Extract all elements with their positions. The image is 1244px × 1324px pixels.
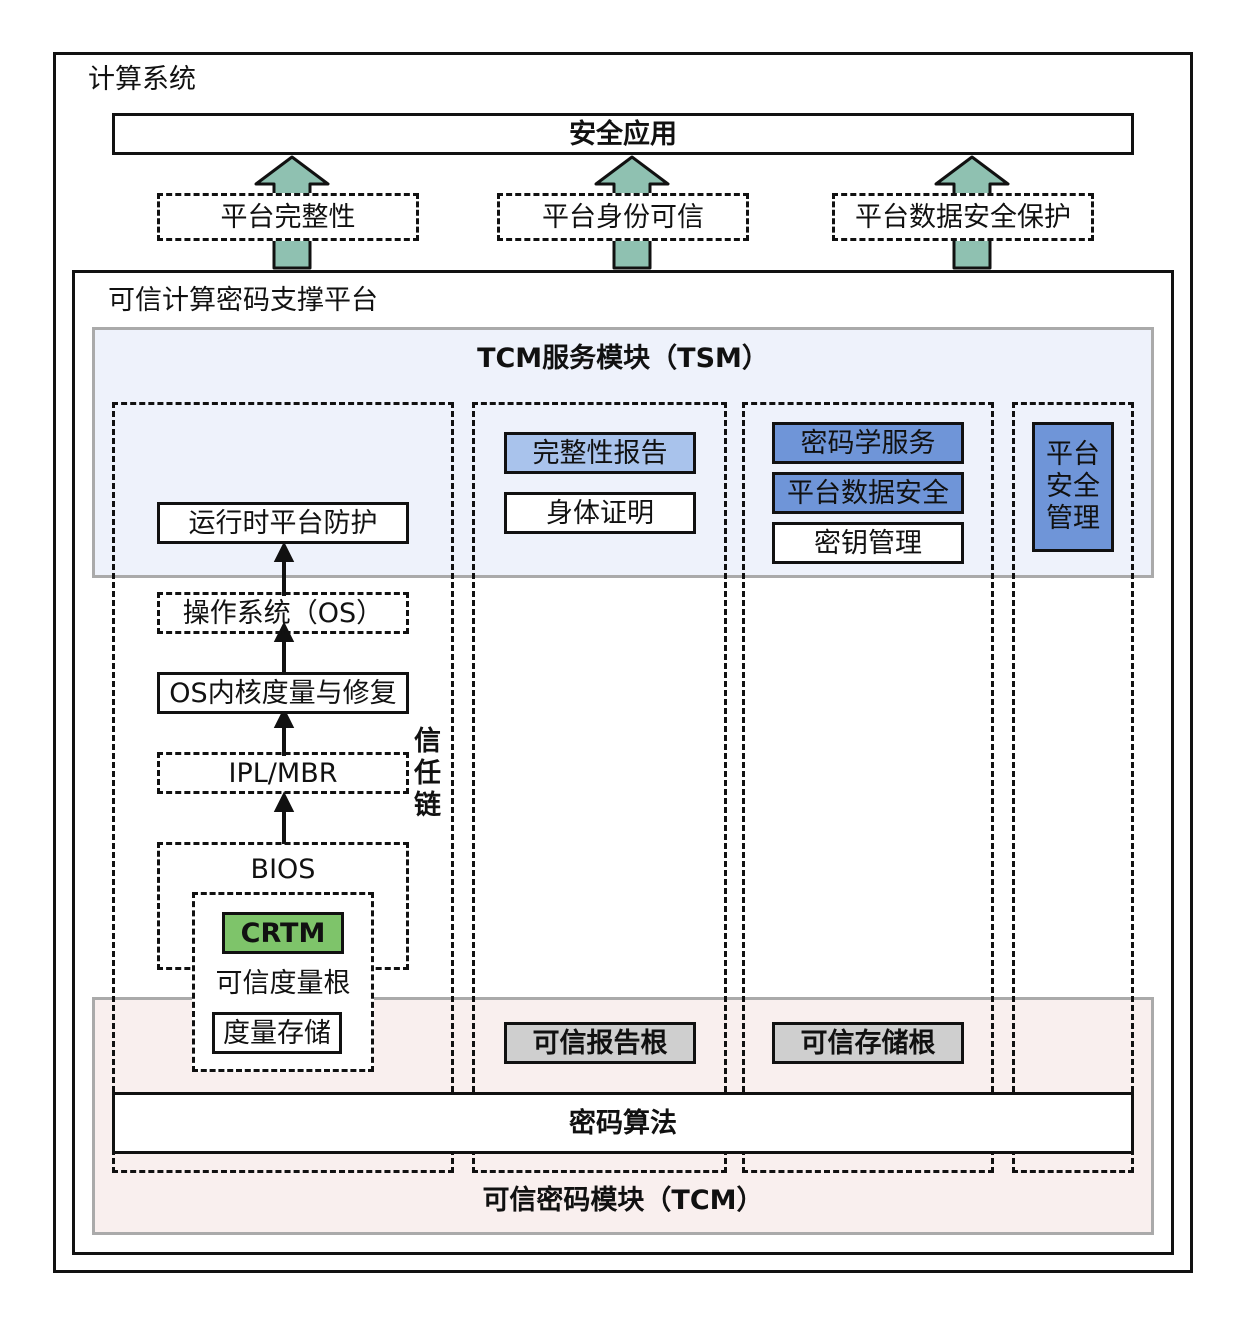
capability-platform-identity: 平台身份可信 [497, 193, 749, 241]
measurement-storage: 度量存储 [212, 1012, 342, 1054]
tcm-title: 可信密码模块（TCM） [482, 1185, 764, 1216]
mgmt-line-2: 安全 [1046, 471, 1100, 502]
computing-system-frame [53, 52, 1193, 1273]
security-application-bar: 安全应用 [112, 113, 1134, 155]
arrow-head-icon [273, 541, 295, 562]
mgmt-line-1: 平台 [1046, 439, 1100, 470]
capability-platform-data-protection: 平台数据安全保护 [832, 193, 1094, 241]
operating-system: 操作系统（OS） [157, 592, 409, 634]
integrity-report: 完整性报告 [504, 432, 696, 474]
rtm-label: 可信度量根 [215, 968, 351, 999]
ipl-mbr: IPL/MBR [157, 752, 409, 794]
capability-platform-integrity: 平台完整性 [157, 193, 419, 241]
crypto-algorithm-bar: 密码算法 [112, 1092, 1134, 1154]
mgmt-line-3: 管理 [1046, 503, 1100, 534]
column-storage [742, 402, 994, 1173]
root-of-trust-reporting: 可信报告根 [504, 1022, 696, 1064]
crtm-box: CRTM [222, 912, 344, 954]
tsm-title: TCM服务模块（TSM） [477, 343, 769, 374]
chain-of-trust-label-2: 任 [414, 758, 441, 789]
identity-proof: 身体证明 [504, 492, 696, 534]
platform-security-management: 平台 安全 管理 [1032, 422, 1114, 552]
bios-label: BIOS [250, 854, 316, 885]
platform-data-security: 平台数据安全 [772, 472, 964, 514]
column-report [472, 402, 727, 1173]
support-platform-title: 可信计算密码支撑平台 [108, 285, 378, 316]
computing-system-title: 计算系统 [88, 64, 196, 95]
crypto-service: 密码学服务 [772, 422, 964, 464]
column-trust-chain [112, 402, 454, 1173]
root-of-trust-storage: 可信存储根 [772, 1022, 964, 1064]
chain-of-trust-label-3: 链 [414, 790, 441, 821]
runtime-platform-protection: 运行时平台防护 [157, 502, 409, 544]
chain-of-trust-label-1: 信 [414, 726, 441, 757]
column-management [1012, 402, 1134, 1173]
arrow-head-icon [273, 791, 295, 812]
os-kernel-measurement: OS内核度量与修复 [157, 672, 409, 714]
arrow-head-icon [273, 707, 295, 728]
key-management: 密钥管理 [772, 522, 964, 564]
